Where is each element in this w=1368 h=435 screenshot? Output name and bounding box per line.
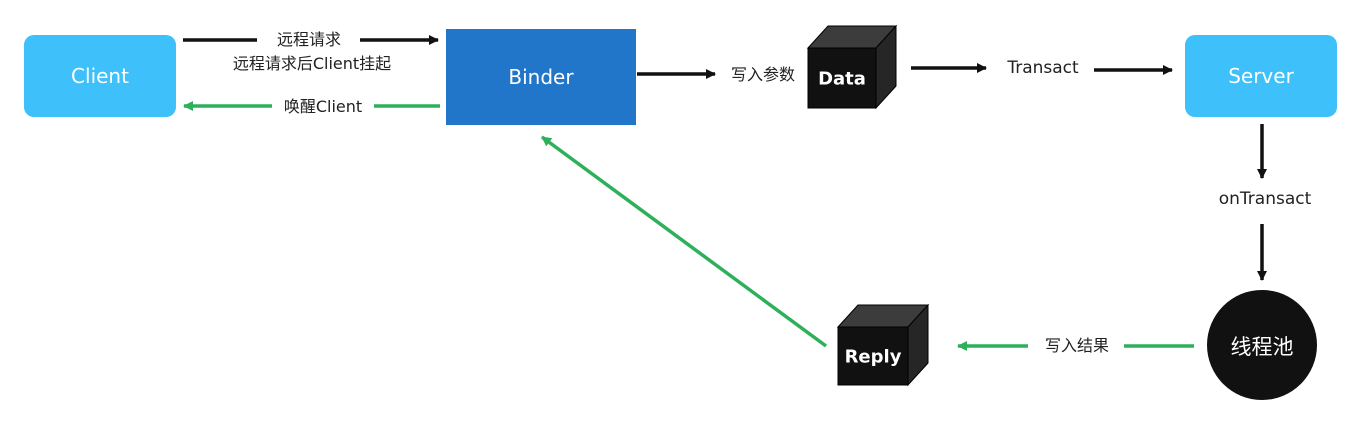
server-node: Server <box>1185 35 1337 117</box>
data-cube-icon <box>806 24 898 110</box>
thread-pool-circle <box>1207 290 1317 400</box>
reply-label: Reply <box>844 346 902 368</box>
write-result-label: 写入结果 <box>1044 336 1110 355</box>
arrow-reply-to-binder <box>540 135 828 348</box>
server-label: Server <box>1228 64 1294 88</box>
binder-node: Binder <box>446 29 636 125</box>
wake-client-label: 唤醒Client <box>283 97 363 116</box>
write-params-label: 写入参数 <box>730 65 796 84</box>
reply-cube-icon <box>836 303 930 387</box>
thread-pool-label: 线程池 <box>1230 335 1294 359</box>
client-label: Client <box>71 64 129 88</box>
remote-request-suspend-label: 远程请求后Client挂起 <box>232 54 392 73</box>
client-node: Client <box>24 35 176 117</box>
binder-label: Binder <box>508 65 574 89</box>
remote-request-label: 远程请求 <box>276 30 342 49</box>
data-label: Data <box>818 68 866 90</box>
transact-label: Transact <box>1007 58 1079 78</box>
ontransact-label: onTransact <box>1218 189 1312 209</box>
